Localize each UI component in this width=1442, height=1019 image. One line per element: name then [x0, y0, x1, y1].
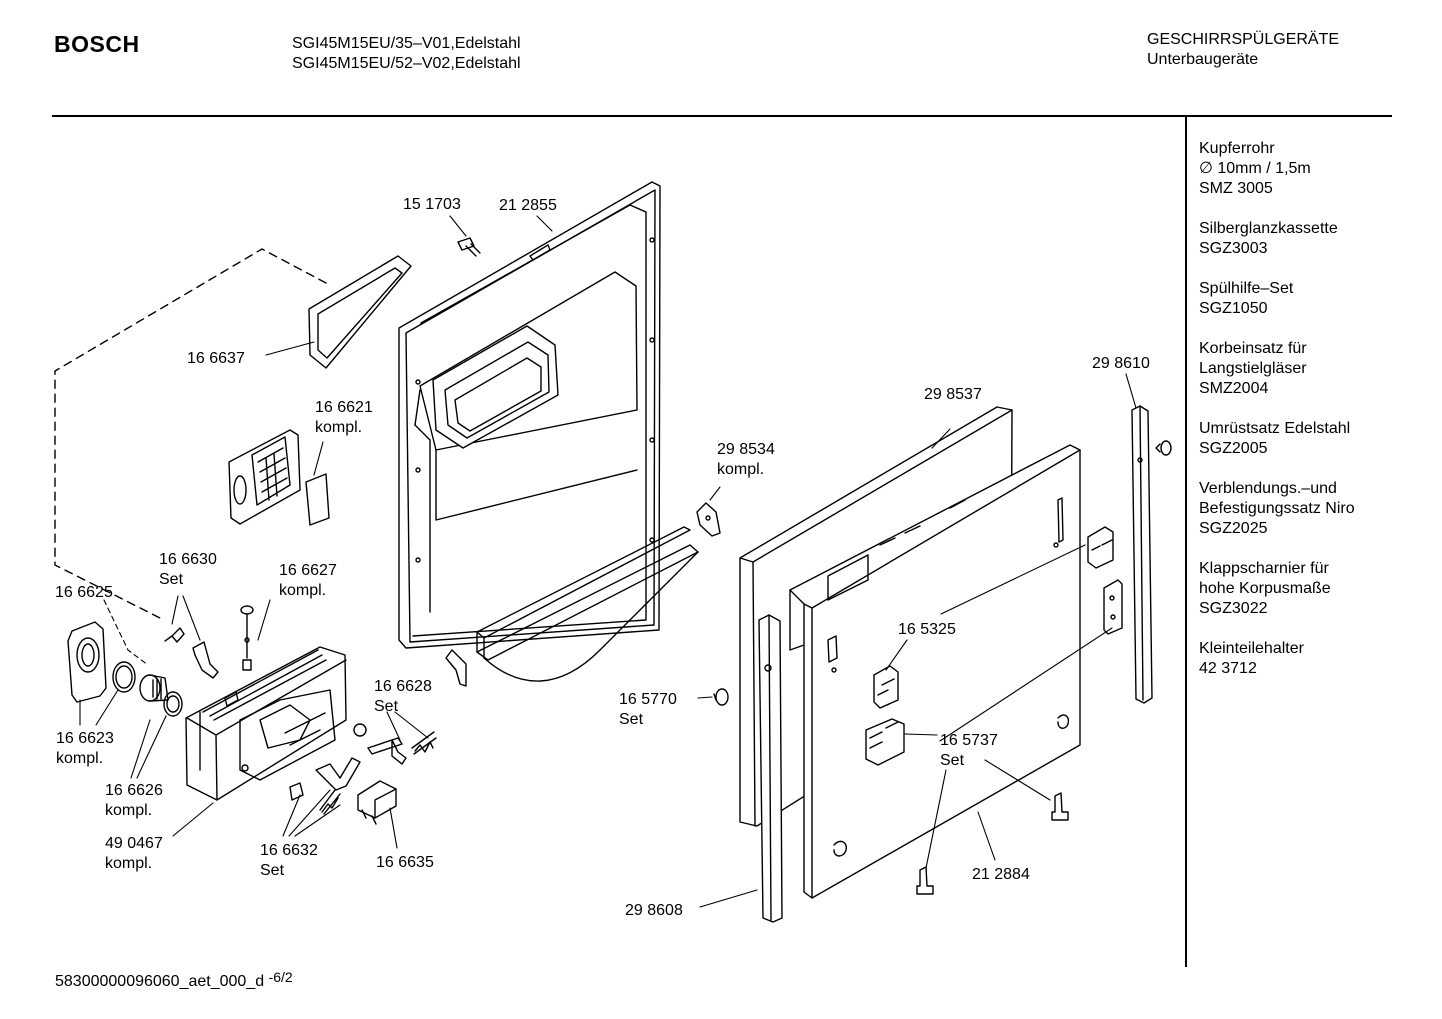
part-label: 21 2884: [972, 866, 1030, 883]
lever-part: [164, 627, 219, 679]
accessory-line: Kleinteilehalter: [1199, 640, 1304, 657]
accessory-line: SGZ2025: [1199, 520, 1268, 537]
accessory-line: SGZ3022: [1199, 600, 1268, 617]
accessories-list: Kupferrohr ∅ 10mm / 1,5m SMZ 3005 Silber…: [1199, 139, 1399, 699]
accessory-line: Silberglanzkassette: [1199, 220, 1338, 237]
accessory-line: SGZ3003: [1199, 240, 1268, 257]
switch-part: [357, 780, 397, 825]
accessory-line: SGZ2005: [1199, 440, 1268, 457]
category-title: GESCHIRRSPÜLGERÄTE: [1147, 31, 1340, 48]
seal-ring-part: [112, 661, 136, 693]
accessory-item: Silberglanzkassette SGZ3003: [1199, 219, 1399, 259]
dispenser-housing-part: [185, 646, 347, 801]
door-hinge-part: [696, 502, 721, 537]
part-label: 29 8610: [1092, 355, 1150, 372]
accessory-line: 42 3712: [1199, 660, 1257, 677]
leader-lines: [79, 215, 1137, 908]
inner-frame-part: [789, 444, 1081, 899]
screw-part: [457, 237, 481, 257]
accessory-item: Klappscharnier für hohe Korpusmaße SGZ30…: [1199, 559, 1399, 619]
handle-strip-part: [476, 526, 699, 682]
dashed-connection-line: [54, 248, 327, 619]
accessory-item: Spülhilfe–Set SGZ1050: [1199, 279, 1399, 319]
accessory-line: ∅ 10mm / 1,5m: [1199, 160, 1311, 177]
clip-part: [445, 649, 467, 687]
accessory-line: SGZ1050: [1199, 300, 1268, 317]
seal-frame-part: [308, 255, 412, 369]
accessory-line: Langstielgläser: [1199, 360, 1307, 377]
accessory-line: Korbeinsatz für: [1199, 340, 1307, 357]
subcategory-title: Unterbaugeräte: [1147, 51, 1259, 68]
plug-part: [713, 688, 729, 706]
hinge-plate-part: [1103, 579, 1123, 635]
accessory-line: Klappscharnier für: [1199, 560, 1329, 577]
accessory-item: Korbeinsatz für Langstielgläser SMZ2004: [1199, 339, 1399, 399]
accessory-item: Kleinteilehalter 42 3712: [1199, 639, 1399, 679]
spring-parts: [289, 757, 361, 815]
part-label: 29 8537: [924, 386, 982, 403]
model-line-1: SGI45M15EU/35–V01,Edelstahl: [292, 35, 521, 52]
clamp-part: [865, 718, 905, 766]
part-label: 15 1703: [403, 196, 461, 213]
side-trim-right-part: [1131, 405, 1153, 704]
accessory-line: Befestigungssatz Niro: [1199, 500, 1355, 517]
accessory-item: Kupferrohr ∅ 10mm / 1,5m SMZ 3005: [1199, 139, 1399, 199]
part-label: 16 5325: [898, 621, 956, 638]
part-label: 16 6635: [376, 854, 434, 871]
sidebar-divider: [1185, 117, 1187, 967]
accessory-line: Umrüstsatz Edelstahl: [1199, 420, 1351, 437]
part-label: 21 2855: [499, 197, 557, 214]
accessory-item: Verblendungs.–und Befestigungssatz Niro …: [1199, 479, 1399, 539]
pin-part: [240, 605, 254, 671]
foot-part: [916, 792, 1069, 895]
part-label: 16 6625: [55, 584, 113, 601]
accessory-line: Verblendungs.–und: [1199, 480, 1337, 497]
document-id: 58300000096060_aet_000_d: [55, 973, 265, 990]
model-line-2: SGI45M15EU/52–V02,Edelstahl: [292, 55, 521, 72]
accessory-item: Umrüstsatz Edelstahl SGZ2005: [1199, 419, 1399, 459]
accessory-line: SMZ2004: [1199, 380, 1269, 397]
o-ring-part: [163, 691, 183, 717]
page-number: -6/2: [268, 969, 293, 985]
document-footer: 58300000096060_aet_000_d -6/2: [55, 969, 293, 991]
accessory-line: SMZ 3005: [1199, 180, 1273, 197]
accessory-line: hohe Korpusmaße: [1199, 580, 1331, 597]
bracket-part: [873, 526, 1114, 709]
bumper-part: [1155, 440, 1172, 456]
header-divider: [52, 115, 1392, 117]
dispenser-lid-part: [228, 429, 301, 525]
accessory-line: Spülhilfe–Set: [1199, 280, 1294, 297]
dispenser-cap-part: [67, 621, 107, 703]
seal-pad-part: [305, 473, 330, 526]
side-trim-left-part: [758, 614, 783, 923]
brand-logo: BOSCH: [54, 31, 140, 57]
accessory-line: Kupferrohr: [1199, 140, 1275, 157]
latch-parts: [353, 723, 437, 765]
part-label: 16 6637: [187, 350, 245, 367]
cylinder-part: [139, 674, 169, 702]
part-label: 29 8608: [625, 902, 683, 919]
inner-door-panel: [398, 181, 661, 649]
